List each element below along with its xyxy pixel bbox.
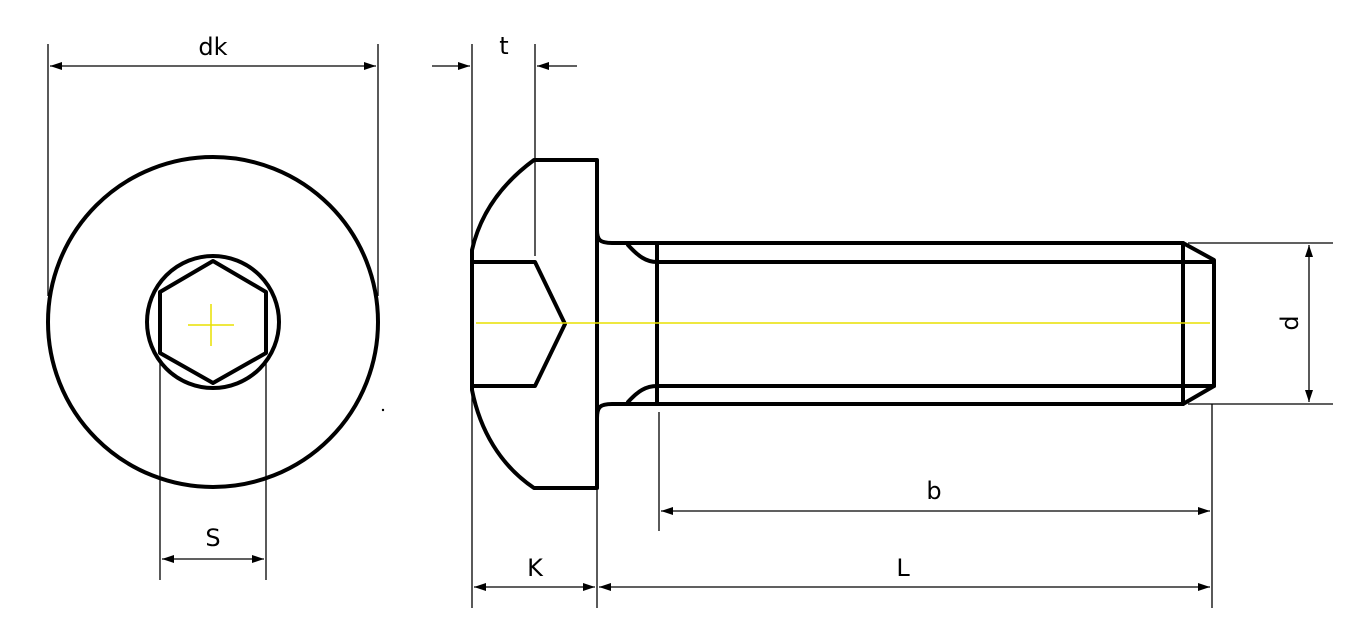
hex-socket — [158, 259, 268, 385]
socket-profile — [470, 260, 567, 388]
dimension-k: K — [471, 392, 598, 608]
label-s: S — [205, 524, 220, 552]
dimension-s: S — [159, 360, 267, 580]
label-dk: dk — [198, 33, 227, 61]
end-view: dk S — [46, 33, 385, 580]
label-d: d — [1276, 315, 1304, 330]
stray-dot — [381, 408, 385, 412]
thread-runout-top — [626, 243, 659, 264]
head-outline — [470, 158, 599, 490]
dimension-dk: dk — [47, 33, 379, 296]
label-l: L — [896, 554, 910, 582]
dimension-d: d — [1188, 242, 1333, 405]
side-view: t K L b d — [432, 32, 1333, 608]
head-circle — [46, 155, 380, 489]
thread-runout-bottom — [626, 384, 659, 404]
dimension-l: L — [599, 404, 1213, 608]
dimension-b: b — [658, 412, 1210, 531]
socket-circle — [145, 254, 281, 390]
label-t: t — [499, 32, 508, 60]
label-k: K — [527, 554, 544, 582]
shank-top — [595, 228, 1216, 420]
dimension-t: t — [432, 32, 577, 256]
label-b: b — [926, 477, 941, 505]
